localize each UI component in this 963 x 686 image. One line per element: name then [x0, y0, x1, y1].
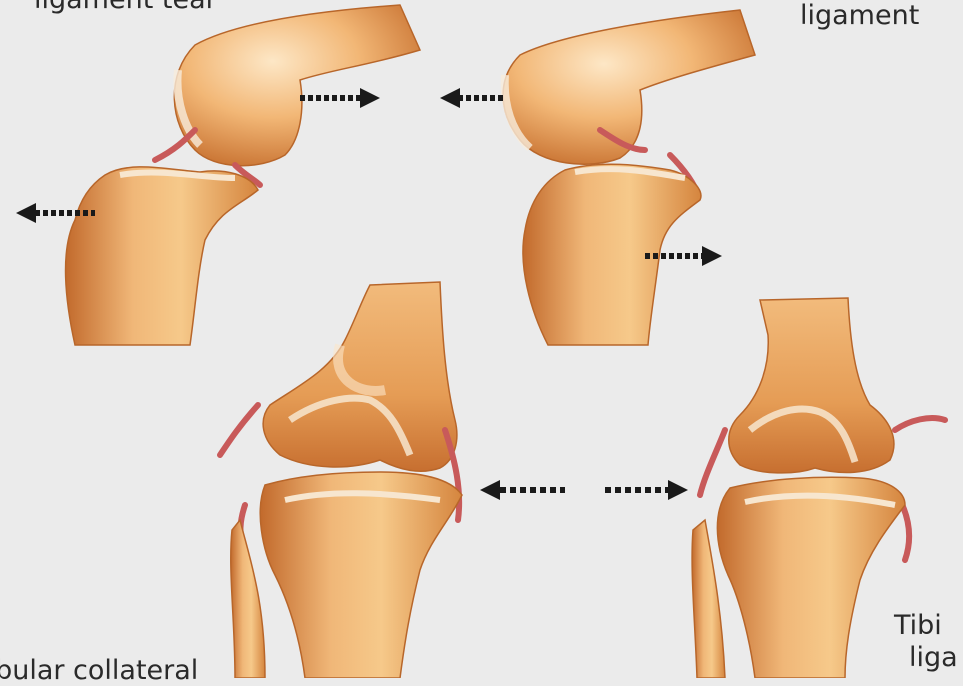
- tibia-top-left: [66, 167, 258, 345]
- right-arrow-icon: [605, 480, 688, 500]
- label-bottom-right-1: Tibi: [894, 612, 942, 639]
- label-top-left: ligament tear: [34, 0, 217, 13]
- fibula-bottom-left: [231, 520, 265, 678]
- femur-bottom-right: [729, 298, 894, 473]
- left-arrow-icon: [440, 88, 505, 108]
- right-arrow-icon: [300, 88, 380, 108]
- label-bottom-left: Fibular collateral: [0, 657, 198, 684]
- knee-bottom-left: [220, 282, 462, 678]
- tibia-bottom-left: [260, 472, 462, 678]
- label-bottom-right-2: liga: [909, 644, 958, 671]
- tibia-top-right: [523, 164, 701, 345]
- left-arrow-icon: [480, 480, 565, 500]
- tibia-bottom-right: [717, 477, 905, 678]
- femur-top-left: [174, 5, 420, 166]
- femur-top-right: [503, 10, 755, 164]
- femur-bottom-left: [263, 282, 457, 471]
- knee-top-right: [503, 10, 755, 345]
- label-top-right: ligament: [800, 2, 919, 29]
